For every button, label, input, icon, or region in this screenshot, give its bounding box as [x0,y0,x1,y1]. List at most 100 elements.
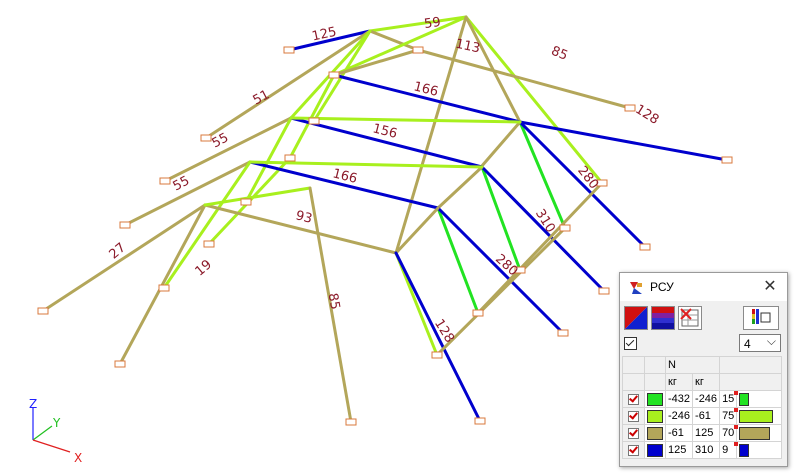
support-node[interactable] [240,198,252,206]
colour-bands-button[interactable] [651,306,675,330]
colour-fill-button[interactable] [624,306,648,330]
frame-member[interactable] [480,165,606,293]
intervals-select[interactable]: 4 ⌵ [739,334,781,352]
frame-member[interactable] [308,186,353,424]
frame-member[interactable] [518,120,567,230]
frame-member[interactable] [332,15,468,77]
support-node[interactable] [345,418,357,426]
support-node[interactable] [557,329,569,337]
unit-max-header: кг [692,373,721,391]
frame-member[interactable] [203,186,312,207]
support-node[interactable] [514,266,526,274]
frame-member[interactable] [289,116,522,124]
frame-member[interactable] [394,251,482,423]
support-node[interactable] [159,177,171,185]
row-share-bar [739,426,771,440]
z-axis-label: Z [29,397,37,411]
frame-member[interactable] [435,226,567,357]
row-visible-checkbox[interactable] [628,410,639,422]
row-colour-swatch[interactable] [647,426,663,440]
frame-member[interactable] [204,29,372,140]
frame-member[interactable] [436,206,480,315]
member-force-label: 166 [331,166,359,187]
frame-member[interactable] [518,120,729,162]
dialog-titlebar[interactable]: РСУ ✕ [620,273,787,301]
support-node[interactable] [412,46,424,54]
frame-member[interactable] [518,120,647,249]
frame-member[interactable] [464,15,604,185]
support-node[interactable] [474,417,486,425]
support-node[interactable] [598,287,610,295]
support-node[interactable] [114,360,126,368]
support-node[interactable] [431,351,443,359]
row-visible-checkbox[interactable] [628,393,639,405]
frame-member[interactable] [480,165,522,272]
frame-member[interactable] [288,73,336,160]
row-visible-checkbox[interactable] [628,427,639,439]
scale-settings-button[interactable] [743,306,779,330]
support-node[interactable] [328,71,340,79]
member-force-label: 166 [412,79,440,100]
frame-member[interactable] [479,120,522,169]
frame-member[interactable] [248,160,440,210]
frame-member[interactable] [464,15,522,124]
frame-member[interactable] [162,160,252,290]
table-delete-icon [680,308,699,327]
support-node[interactable] [559,224,571,232]
row-colour-swatch[interactable] [647,443,663,457]
support-node[interactable] [721,156,733,164]
frame-member[interactable] [41,203,207,313]
support-node[interactable] [284,154,296,162]
support-node[interactable] [624,104,636,112]
frame-member[interactable] [244,116,293,204]
frame-member[interactable] [394,15,468,255]
colour-bands-icon [652,307,674,329]
show-scale-checkbox[interactable] [624,337,637,350]
close-icon[interactable]: ✕ [763,278,777,295]
support-node[interactable] [308,117,320,125]
support-node[interactable] [158,284,170,292]
frame-member[interactable] [203,203,398,255]
row-colour-swatch[interactable] [647,392,663,406]
frame-member[interactable] [248,160,484,169]
support-node[interactable] [472,309,484,317]
frame-member[interactable] [416,48,632,110]
support-node[interactable] [200,134,212,142]
member-force-label: 19 [193,257,215,279]
row-colour-swatch[interactable] [647,409,663,423]
row-percent: 70 [719,424,739,442]
support-node[interactable] [119,221,131,229]
frame-member[interactable] [332,73,522,124]
member-force-label: 128 [632,102,661,128]
frame-member[interactable] [436,206,565,335]
frame-member[interactable] [476,181,604,315]
member-force-label: 125 [311,25,338,45]
frame-member[interactable] [368,29,420,52]
frame-member[interactable] [163,116,293,183]
member-force-label: 59 [423,15,441,32]
frame-member[interactable] [368,15,468,33]
table-delete-button[interactable] [678,306,702,330]
force-header: N [664,356,721,374]
frame-member[interactable] [123,160,252,227]
support-node[interactable] [283,46,295,54]
frame-member[interactable] [332,48,420,77]
row-min-value: -61 [664,424,694,442]
row-visible-checkbox[interactable] [628,444,639,456]
support-node[interactable] [596,179,608,187]
support-node[interactable] [37,307,49,315]
frame-member[interactable] [394,206,440,255]
member-force-label: 51 [251,87,273,108]
frame-member[interactable] [289,116,484,169]
support-node[interactable] [203,240,215,248]
frame-member[interactable] [436,165,484,210]
unit-min-header: кг [664,373,694,391]
frame-member[interactable] [287,29,372,52]
member-force-label: 156 [371,121,399,142]
support-node[interactable] [639,243,651,251]
